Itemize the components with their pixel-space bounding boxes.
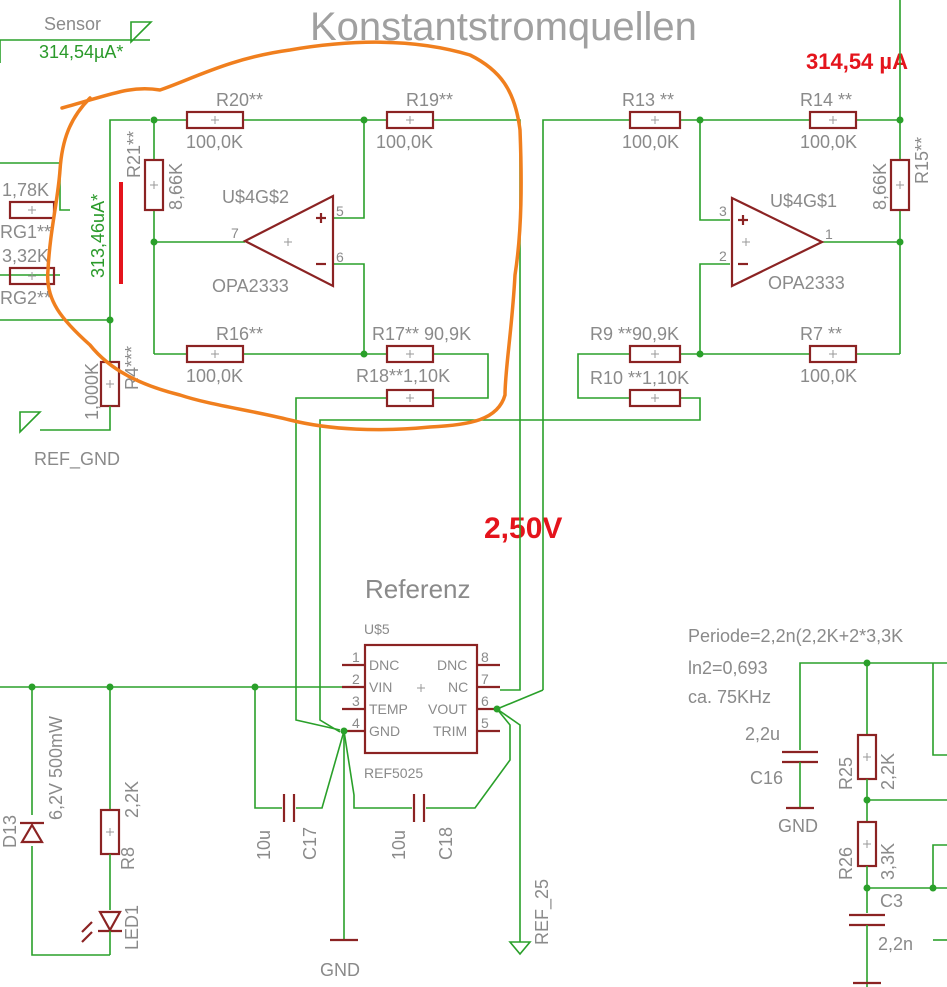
c17-value: 10u — [254, 830, 274, 860]
r18-label: R18**1,10K — [356, 366, 450, 386]
opamp-right-type: OPA2333 — [768, 273, 845, 293]
reference-part: U$5 — [364, 621, 390, 637]
left-resistor-block: 1,78K RG1** 3,32K RG2** 313,46uA* 1,000K… — [0, 119, 150, 470]
ref-pin7-num: 7 — [481, 671, 489, 687]
c18-value: 10u — [389, 830, 409, 860]
r26-value: 3,3K — [878, 843, 898, 880]
c16-name: C16 — [750, 768, 783, 788]
r17-label: R17** 90,9K — [372, 324, 471, 344]
rg1-value: 1,78K — [2, 180, 49, 200]
r26-name: R26 — [836, 847, 856, 880]
r19-name: R19** — [406, 90, 453, 110]
r16-name: R16** — [216, 324, 263, 344]
r16-value: 100,0K — [186, 366, 243, 386]
r8-value: 2,2K — [122, 781, 142, 818]
c18-name: C18 — [436, 827, 456, 860]
r14-name: R14 ** — [800, 90, 852, 110]
r20-name: R20** — [216, 90, 263, 110]
gnd-label: GND — [320, 960, 360, 980]
r25-name: R25 — [836, 757, 856, 790]
voltage-readout: 2,50V — [484, 512, 562, 545]
ref-gnd-label: REF_GND — [34, 449, 120, 470]
r20-value: 100,0K — [186, 132, 243, 152]
sensor-port: Sensor 314,54µA* — [0, 14, 153, 63]
annotation-loop — [45, 40, 523, 432]
r25-value: 2,2K — [878, 753, 898, 790]
ref-pin5-num: 5 — [481, 715, 489, 731]
ref-pin6-name: VOUT — [428, 701, 467, 717]
c17-name: C17 — [300, 827, 320, 860]
r4-value: 1,000K — [82, 363, 102, 420]
r4-name: R4*** — [122, 346, 142, 390]
r19-value: 100,0K — [376, 132, 433, 152]
opamp-right-pin-bottom: 2 — [719, 248, 727, 264]
osc-gnd-label: GND — [778, 816, 818, 836]
opamp-left-name: U$4G$2 — [222, 187, 289, 207]
d13-name: D13 — [0, 815, 20, 848]
r9-label: R9 **90,9K — [590, 324, 679, 344]
ref-pin4-name: GND — [369, 723, 400, 739]
ref-pin3-num: 3 — [352, 693, 360, 709]
current-readout-right: 314,54 µA — [806, 49, 908, 74]
r7-name: R7 ** — [800, 324, 842, 344]
ref-pin8-num: 8 — [481, 649, 489, 665]
opamp-left-type: OPA2333 — [212, 276, 289, 296]
opamp-right-name: U$4G$1 — [770, 191, 837, 211]
c3-name: C3 — [880, 891, 903, 911]
r21-value: 8,66K — [166, 163, 186, 210]
oscillator-block: Periode=2,2n(2,2K+2*3,3K ln2=0,693 ca. 7… — [688, 626, 947, 987]
left-opamp-block: R20** 100,0K R19** 100,0K R21** 8,66K U$… — [124, 90, 521, 731]
c3-value: 2,2n — [878, 934, 913, 954]
sensor-measured-value: 313,46uA* — [88, 194, 108, 278]
opamp-right-pin-top: 3 — [719, 203, 727, 219]
reference-block: Referenz U$5 REF5025 1 DNC 2 VIN 3 TEMP … — [342, 574, 500, 781]
osc-note-2: ln2=0,693 — [688, 658, 768, 678]
ref-pin1-num: 1 — [352, 649, 360, 665]
d13-value: 6,2V 500mW — [46, 716, 66, 820]
ref-pin2-name: VIN — [369, 679, 392, 695]
sensor-label: Sensor — [44, 14, 101, 34]
osc-note-1: Periode=2,2n(2,2K+2*3,3K — [688, 626, 903, 646]
ref-pin1-name: DNC — [369, 657, 399, 673]
opamp-left-pin-top: 5 — [336, 203, 344, 219]
supply-block: D13 6,2V 500mW R8 2,2K LED1 10u C17 10u … — [0, 683, 553, 980]
r15-name: R15** — [912, 137, 932, 184]
r8-name: R8 — [118, 847, 138, 870]
opamp-left-pin-out: 7 — [231, 225, 239, 241]
ref-pin2-num: 2 — [352, 671, 360, 687]
rg2-value: 3,32K — [2, 246, 49, 266]
r13-name: R13 ** — [622, 90, 674, 110]
opamp-left-pin-bottom: 6 — [336, 249, 344, 265]
opamp-right-pin-out: 1 — [825, 226, 833, 242]
r7-value: 100,0K — [800, 366, 857, 386]
rg1-name: RG1** — [0, 222, 51, 242]
r14-value: 100,0K — [800, 132, 857, 152]
r21-name: R21** — [124, 131, 144, 178]
ref-pin7-name: NC — [448, 679, 468, 695]
reference-heading: Referenz — [365, 574, 471, 604]
r15-value: 8,66K — [870, 163, 890, 210]
ref25-label: REF_25 — [532, 879, 553, 945]
ref-pin3-name: TEMP — [369, 701, 408, 717]
sensor-value: 314,54µA* — [39, 42, 123, 62]
ref-pin6-num: 6 — [481, 693, 489, 709]
c16-value: 2,2u — [745, 724, 780, 744]
r13-value: 100,0K — [622, 132, 679, 152]
led1-name: LED1 — [122, 905, 142, 950]
osc-note-3: ca. 75KHz — [688, 687, 771, 707]
right-opamp-block: R13 ** 100,0K R14 ** 100,0K 8,66K R15** … — [319, 0, 932, 733]
ref-pin4-num: 4 — [352, 715, 360, 731]
rg2-name: RG2** — [0, 288, 51, 308]
ref-pin5-name: TRIM — [433, 723, 467, 739]
ref-pin8-name: DNC — [437, 657, 467, 673]
r10-label: R10 **1,10K — [590, 368, 689, 388]
reference-model: REF5025 — [364, 765, 423, 781]
